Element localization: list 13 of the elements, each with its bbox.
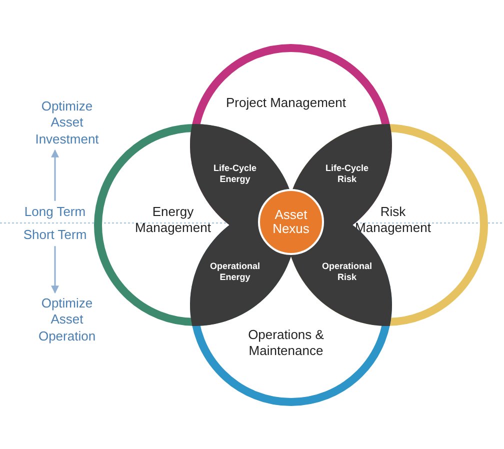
side-label: Long Term: [15, 204, 95, 220]
petal-label: Operational Energy: [208, 260, 261, 284]
ring-label: Project Management: [226, 94, 346, 112]
petal-label: Life-Cycle Risk: [324, 162, 370, 186]
petal-label: Life-Cycle Energy: [212, 162, 258, 186]
arrow: [51, 246, 59, 294]
side-label: Short Term: [15, 226, 95, 244]
side-label: Optimize Asset Operation: [27, 296, 107, 344]
arrow: [51, 149, 59, 201]
side-label: Optimize Asset Investment: [27, 98, 107, 148]
ring-label: Operations & Maintenance: [247, 326, 325, 360]
petal-label: Operational Risk: [320, 260, 373, 284]
ring-label: Energy Management: [134, 204, 212, 236]
